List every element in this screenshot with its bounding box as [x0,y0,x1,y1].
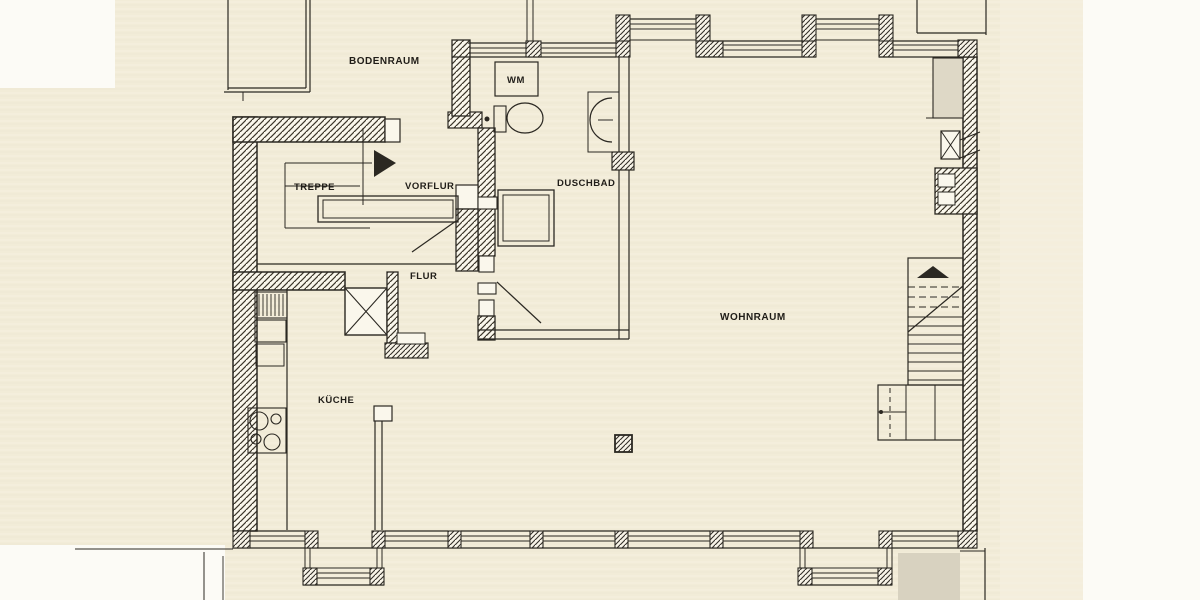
door-hinge-dot [484,116,490,122]
wall-foot [384,342,429,359]
room-label-flur: FLUR [410,271,437,282]
wall-bath-west-lower [477,127,496,257]
dish-drainer-icon [254,291,288,319]
window-glazing-lines [250,535,958,542]
stair-flight-box-inner [322,199,454,219]
bathroom-fixtures [493,61,619,247]
window-posts-bottom [232,530,978,549]
wall-flur-west [386,271,399,344]
lower-level-outline [75,548,233,600]
exterior-context [75,0,987,600]
bottom-window-wall [232,530,978,586]
washing-machine-icon [494,61,539,97]
chimney-shaft-box [344,287,388,336]
treppe-room [257,128,459,265]
stair-cut-line [907,285,964,333]
room-label-duschbad: DUSCHBAD [557,178,615,189]
room-label-wm: WM [507,75,525,86]
bathroom-door-leaf [496,281,542,324]
stair-flight-box [317,195,459,223]
kitchen-sink-icon [254,319,287,343]
room-label-vorflur: VORFLUR [405,181,454,192]
wall-bath-pier [477,315,496,341]
chimney-flue-icon [940,130,981,160]
window-band-1 [696,40,816,58]
wall-closure-stub [477,282,497,295]
under-stair-closet [877,384,964,441]
stair-direction-arrow-icon [374,150,396,177]
corridor-door-leaf [411,220,457,253]
paper-sheet-top [115,0,1083,92]
room-label-wohnraum: WOHNRAUM [720,312,786,323]
wall-kitchen-north [232,271,346,291]
lower-level-outline-right [898,548,986,600]
kitchen-fixtures [247,290,288,530]
scan-margin-bottom-left [0,545,225,600]
paper-sheet [0,88,1083,600]
washbasin-icon [587,91,619,153]
stairs-main [877,257,964,441]
wall-foot-cap [396,332,426,345]
wall-post-bath-east [611,151,635,171]
shower-tray-icon [497,189,555,247]
door-frame-post [478,299,495,317]
window-post [525,40,542,58]
wall-right [962,56,978,532]
boundary-line [526,0,534,43]
stove-4-burners-icon [247,407,287,454]
wall-closure-stub [477,196,498,210]
wall-bath-thin [478,57,630,340]
kitchen-sink-icon [255,343,285,367]
bodenraum-structure [224,0,311,101]
room-label-treppe: TREPPE [294,182,335,193]
stair-treads-dashed [908,286,963,308]
free-standing-column [614,434,633,453]
bay-window-right [797,548,893,586]
scan-band [1000,0,1083,600]
wall-treppe-top [232,116,386,143]
room-labels: BODENRAUM WM DUSCHBAD TREPPE VORFLUR FLU… [294,56,786,406]
toilet-icon [493,102,544,134]
door-frame-post [478,255,495,273]
bay-window-left [302,548,385,586]
door-pier [384,118,401,143]
top-right-structure [916,0,987,35]
right-wall-details [926,57,981,215]
wall-left [232,116,258,532]
door-swings [411,220,542,324]
duct-shaft [932,57,964,119]
room-label-bodenraum: BODENRAUM [349,56,420,67]
wall-bath-west-upper [451,39,471,117]
stairs-up-arrow-icon [917,266,949,278]
corner-post [957,39,978,58]
wall-treppe-east [455,208,479,272]
stair-treads [908,316,963,381]
wall-divider-kitchen-living [373,405,393,530]
wall-pier-white [455,184,479,210]
top-window-wall [452,14,978,58]
shadow-wash [898,553,960,600]
chimney-mass [934,167,978,215]
window-band-2 [879,39,978,58]
room-label-kueche: KÜCHE [318,395,354,406]
